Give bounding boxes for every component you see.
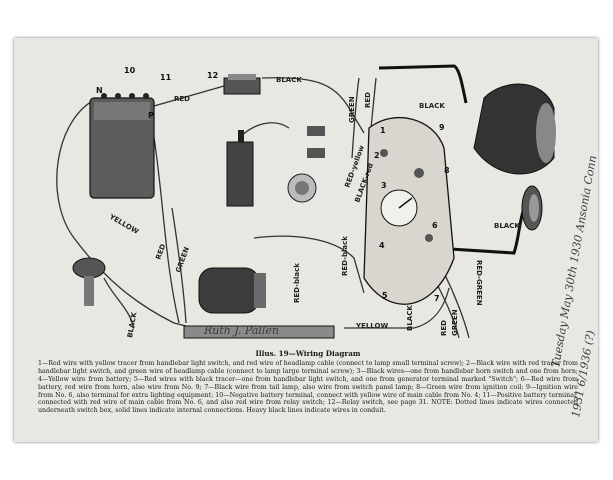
conduit <box>183 325 335 339</box>
wire-conduit-upper <box>378 64 468 104</box>
callout-10: 10 <box>124 66 136 75</box>
wire-label-yellow-left: YELLOW <box>107 212 140 236</box>
callout-4: 4 <box>379 241 385 250</box>
wire-green-main <box>171 207 187 324</box>
switch-panel <box>363 116 455 305</box>
figure-caption: Illus. 19—Wiring Diagram 1—Red wire with… <box>38 350 578 415</box>
wire-battery-red <box>153 85 225 107</box>
wire-label-green-left: GREEN <box>174 246 191 274</box>
callout-1: 1 <box>380 126 386 135</box>
battery-label-n: N <box>96 86 103 95</box>
wire-yellow-main <box>56 97 195 329</box>
figure-legend: 1—Red wire with yellow tracer from handl… <box>38 359 578 415</box>
callout-5: 5 <box>382 291 388 300</box>
ignition-coil <box>226 130 254 207</box>
wire-to-generator <box>253 235 365 294</box>
battery-label-p: P <box>148 111 154 120</box>
wire-label-black-right: BLACK <box>419 102 445 110</box>
callout-8: 8 <box>444 166 450 175</box>
battery <box>89 93 155 199</box>
wire-bottom-green <box>443 272 470 339</box>
connectors <box>287 126 325 203</box>
figure-title: Illus. 19—Wiring Diagram <box>255 349 361 358</box>
wire-label-red-black-gen: RED-black <box>293 263 301 303</box>
callout-9: 9 <box>439 123 445 132</box>
wire-label-black-top: BLACK <box>276 76 302 84</box>
headlamp <box>473 83 556 175</box>
wire-label-red-left: RED <box>154 243 167 261</box>
wire-label-yellow-bottom: YELLOW <box>355 322 388 330</box>
wire-label-green-top: GREEN <box>348 96 356 123</box>
wire-label-red-battery: RED <box>174 95 190 103</box>
wire-label-green-bottom: GREEN <box>451 309 459 336</box>
tail-lamp <box>521 185 543 231</box>
callout-3: 3 <box>381 181 387 190</box>
relay-switch <box>223 74 261 95</box>
wire-label-red-black-panel: RED-black <box>341 236 349 276</box>
generator <box>198 267 266 314</box>
wire-coil <box>238 122 290 139</box>
wire-label-black-bottom: BLACK <box>406 305 414 331</box>
callout-2: 2 <box>374 151 380 160</box>
callout-11: 11 <box>160 73 172 82</box>
horn <box>72 257 106 306</box>
wire-label-red-top: RED <box>364 92 372 108</box>
wire-black-top <box>261 77 365 134</box>
callout-6: 6 <box>432 221 438 230</box>
wire-label-red-green-tail: RED-GREEN <box>475 260 483 306</box>
wire-label-black-tail: BLACK <box>494 222 520 230</box>
wiring-diagram: N P <box>56 64 598 419</box>
wire-horn <box>103 277 135 329</box>
wire-label-black-horn: BLACK <box>126 311 138 338</box>
callout-12: 12 <box>207 71 218 80</box>
callout-7: 7 <box>434 294 440 303</box>
wire-label-red-bottom: RED <box>440 320 448 336</box>
handwritten-signature: Ruth J. Pallen <box>203 324 279 337</box>
wire-red-main <box>151 123 180 324</box>
wire-green-top <box>351 77 360 159</box>
wire-bottom-right <box>344 287 450 329</box>
manual-page: N P <box>14 38 598 442</box>
